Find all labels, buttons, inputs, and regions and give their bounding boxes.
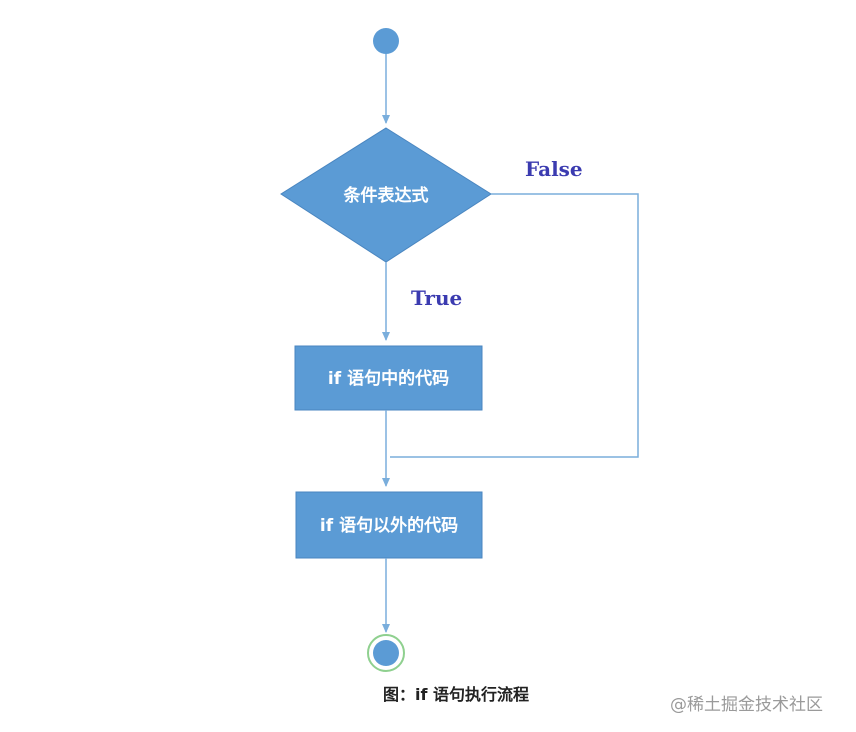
start-node: [373, 28, 399, 54]
false-label: False: [525, 157, 583, 181]
end-node: [373, 640, 399, 666]
after-if-label: if 语句以外的代码: [320, 515, 458, 536]
if-body-box: [294, 345, 483, 411]
decision-label: 条件表达式: [343, 185, 429, 206]
watermark: @稀土掘金技术社区: [670, 695, 823, 715]
false-branch-line: [390, 193, 639, 458]
figure-caption: 图：if 语句执行流程: [383, 685, 530, 704]
after-if-box: [295, 491, 483, 559]
if-body-label: if 语句中的代码: [328, 368, 449, 389]
true-label: True: [411, 286, 462, 310]
